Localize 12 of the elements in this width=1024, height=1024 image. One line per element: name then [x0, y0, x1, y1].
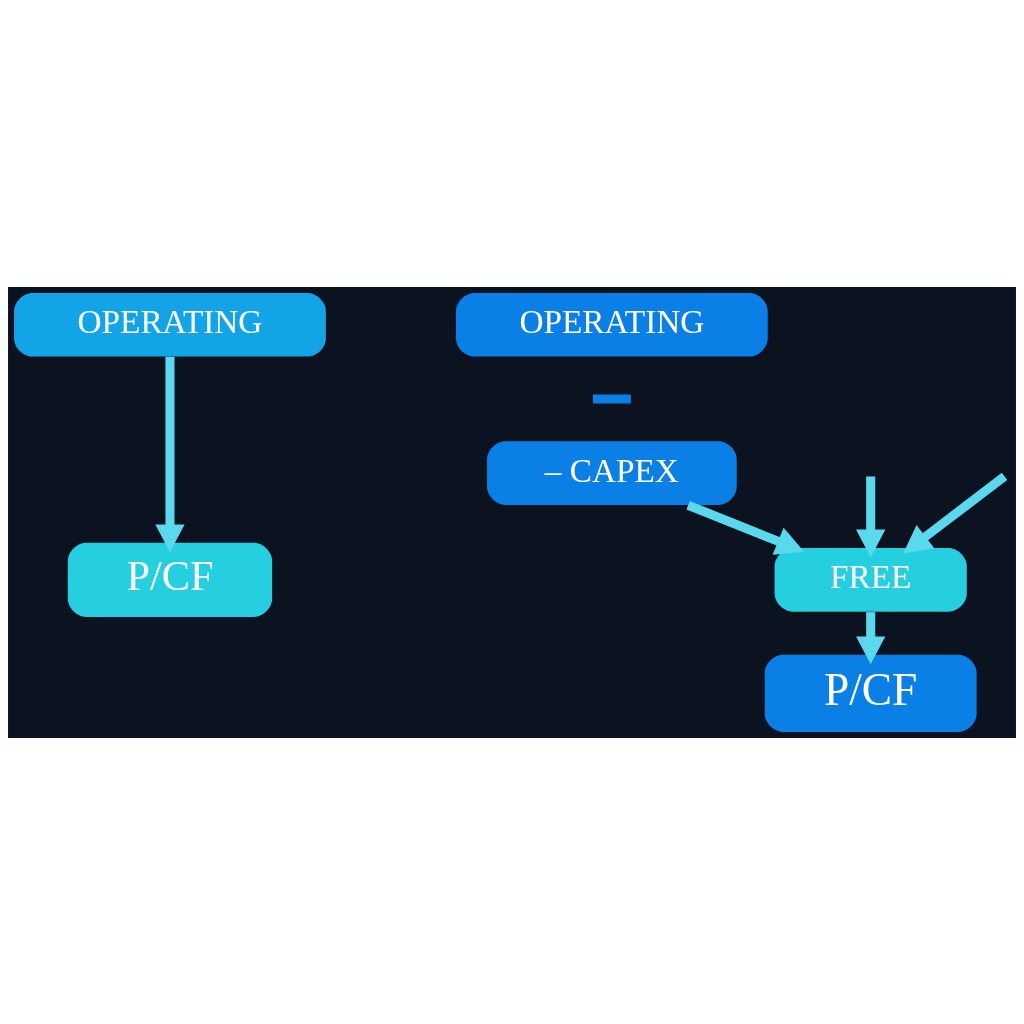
node-box: OPERATING [14, 292, 326, 357]
node-box: P/CF [764, 654, 977, 732]
arrow [856, 475, 886, 557]
node-bar [592, 393, 631, 404]
node-box: P/CF [67, 542, 273, 617]
node-box: – CAPEX [487, 440, 737, 505]
arrow [686, 500, 805, 555]
node-box: OPERATING [456, 292, 768, 357]
arrow [903, 472, 1008, 554]
node-box: FREE [774, 547, 967, 612]
arrow [155, 356, 185, 552]
arrow [856, 611, 886, 664]
